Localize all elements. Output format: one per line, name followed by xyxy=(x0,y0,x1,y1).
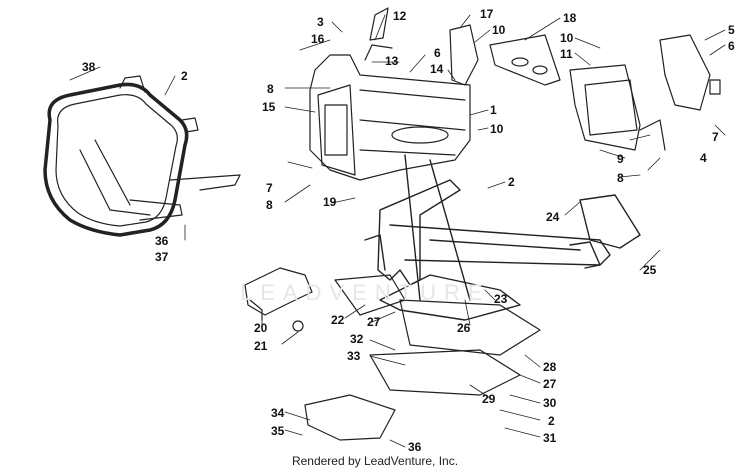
callout-26[interactable]: 26 xyxy=(457,321,471,335)
callout-2[interactable]: 2 xyxy=(508,175,515,189)
callout-10[interactable]: 10 xyxy=(560,31,574,45)
callout-38[interactable]: 38 xyxy=(82,60,96,74)
callout-2[interactable]: 2 xyxy=(548,414,555,428)
callout-16[interactable]: 16 xyxy=(311,32,325,46)
callout-12[interactable]: 12 xyxy=(393,9,407,23)
callout-4[interactable]: 4 xyxy=(700,151,707,165)
callout-36[interactable]: 36 xyxy=(408,440,422,454)
callout-36[interactable]: 36 xyxy=(155,234,169,248)
callout-30[interactable]: 30 xyxy=(543,396,557,410)
callout-8[interactable]: 8 xyxy=(267,82,274,96)
front-bumper-drawing xyxy=(43,75,241,237)
callout-23[interactable]: 23 xyxy=(494,292,508,306)
leader-lines xyxy=(69,14,726,448)
callout-8[interactable]: 8 xyxy=(617,171,624,185)
callout-27[interactable]: 27 xyxy=(367,315,381,329)
front-frame-drawing xyxy=(309,7,561,181)
callout-13[interactable]: 13 xyxy=(385,54,399,68)
footer-credit: Rendered by LeadVenture, Inc. xyxy=(291,454,459,468)
callout-7[interactable]: 7 xyxy=(266,181,273,195)
callout-17[interactable]: 17 xyxy=(480,7,494,21)
callout-5[interactable]: 5 xyxy=(728,23,735,37)
callout-33[interactable]: 33 xyxy=(347,349,361,363)
callout-10[interactable]: 10 xyxy=(490,122,504,136)
callout-19[interactable]: 19 xyxy=(323,195,337,209)
callout-32[interactable]: 32 xyxy=(350,332,364,346)
callout-9[interactable]: 9 xyxy=(617,152,624,166)
callout-20[interactable]: 20 xyxy=(254,321,268,335)
callout-25[interactable]: 25 xyxy=(643,263,657,277)
watermark: LEADVENTURE xyxy=(240,280,491,305)
callout-34[interactable]: 34 xyxy=(271,406,285,420)
callout-18[interactable]: 18 xyxy=(563,11,577,25)
lower-mounts-drawing xyxy=(244,267,541,441)
callout-27[interactable]: 27 xyxy=(543,377,557,391)
callout-24[interactable]: 24 xyxy=(546,210,560,224)
callout-6[interactable]: 6 xyxy=(728,39,735,53)
callout-31[interactable]: 31 xyxy=(543,431,557,445)
callout-10[interactable]: 10 xyxy=(492,23,506,37)
callout-28[interactable]: 28 xyxy=(543,360,557,374)
main-frame-drawing xyxy=(364,154,641,321)
callout-15[interactable]: 15 xyxy=(262,100,276,114)
callout-35[interactable]: 35 xyxy=(271,424,285,438)
callout-7[interactable]: 7 xyxy=(712,130,719,144)
callout-14[interactable]: 14 xyxy=(430,62,444,76)
callout-1[interactable]: 1 xyxy=(490,103,497,117)
callout-22[interactable]: 22 xyxy=(331,313,345,327)
callout-21[interactable]: 21 xyxy=(254,339,268,353)
callout-6[interactable]: 6 xyxy=(434,46,441,60)
side-panel-drawing xyxy=(569,34,721,151)
callout-37[interactable]: 37 xyxy=(155,250,169,264)
callout-29[interactable]: 29 xyxy=(482,392,496,406)
callout-2[interactable]: 2 xyxy=(181,69,188,83)
callout-8[interactable]: 8 xyxy=(266,198,273,212)
callout-3[interactable]: 3 xyxy=(317,15,324,29)
callout-11[interactable]: 11 xyxy=(560,47,573,61)
